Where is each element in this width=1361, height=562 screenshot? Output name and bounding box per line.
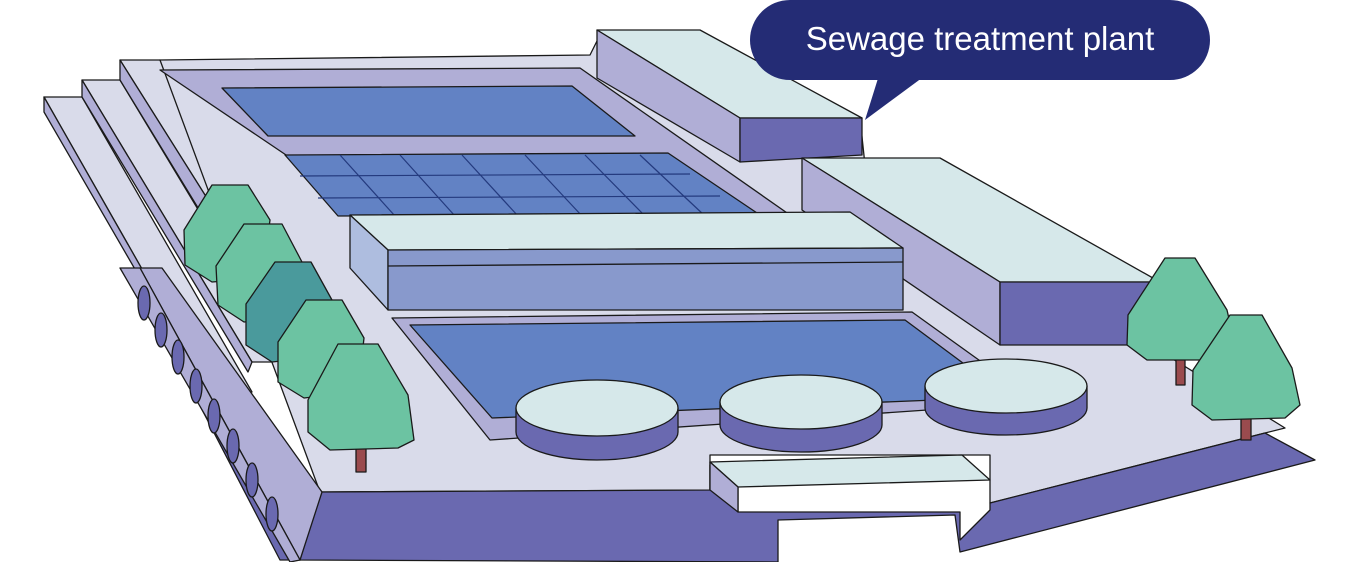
building-back-front	[739, 117, 863, 163]
building-front-side	[709, 461, 739, 513]
arch-opening	[137, 285, 151, 321]
callout-label: Sewage treatment plant	[806, 20, 1155, 57]
building-central-front	[387, 247, 904, 311]
circular-tank	[719, 374, 883, 453]
circular-tank	[924, 358, 1088, 436]
building-back-right	[596, 29, 863, 163]
basin-top-rectangular	[221, 85, 636, 137]
arch-opening	[189, 368, 203, 404]
filter-grid-basin	[284, 152, 761, 217]
arch-opening	[226, 428, 240, 464]
outfall-structure	[119, 267, 323, 562]
circular-tank	[515, 379, 679, 461]
arch-opening	[265, 496, 279, 532]
building-central-roof	[349, 211, 904, 251]
callout-background	[750, 0, 1210, 80]
building-mid-right	[801, 157, 1161, 346]
trees-left-row	[183, 184, 415, 473]
tree-icon	[307, 343, 415, 473]
building-front-small	[709, 454, 991, 513]
tree-icon	[1191, 314, 1301, 441]
building-central-band	[387, 261, 904, 267]
outfall-arches	[137, 285, 279, 532]
clarifier-tanks	[515, 358, 1088, 461]
arch-opening	[207, 398, 221, 434]
building-front-roof	[709, 454, 991, 488]
arch-opening	[171, 339, 185, 375]
filter-grid-lines	[299, 154, 721, 217]
callout-bubble: Sewage treatment plant	[750, 0, 1210, 120]
trees-right-pair	[1126, 257, 1301, 441]
arch-opening	[154, 312, 168, 348]
callout-pointer	[865, 72, 930, 120]
building-central	[349, 211, 904, 311]
arch-opening	[245, 462, 259, 498]
